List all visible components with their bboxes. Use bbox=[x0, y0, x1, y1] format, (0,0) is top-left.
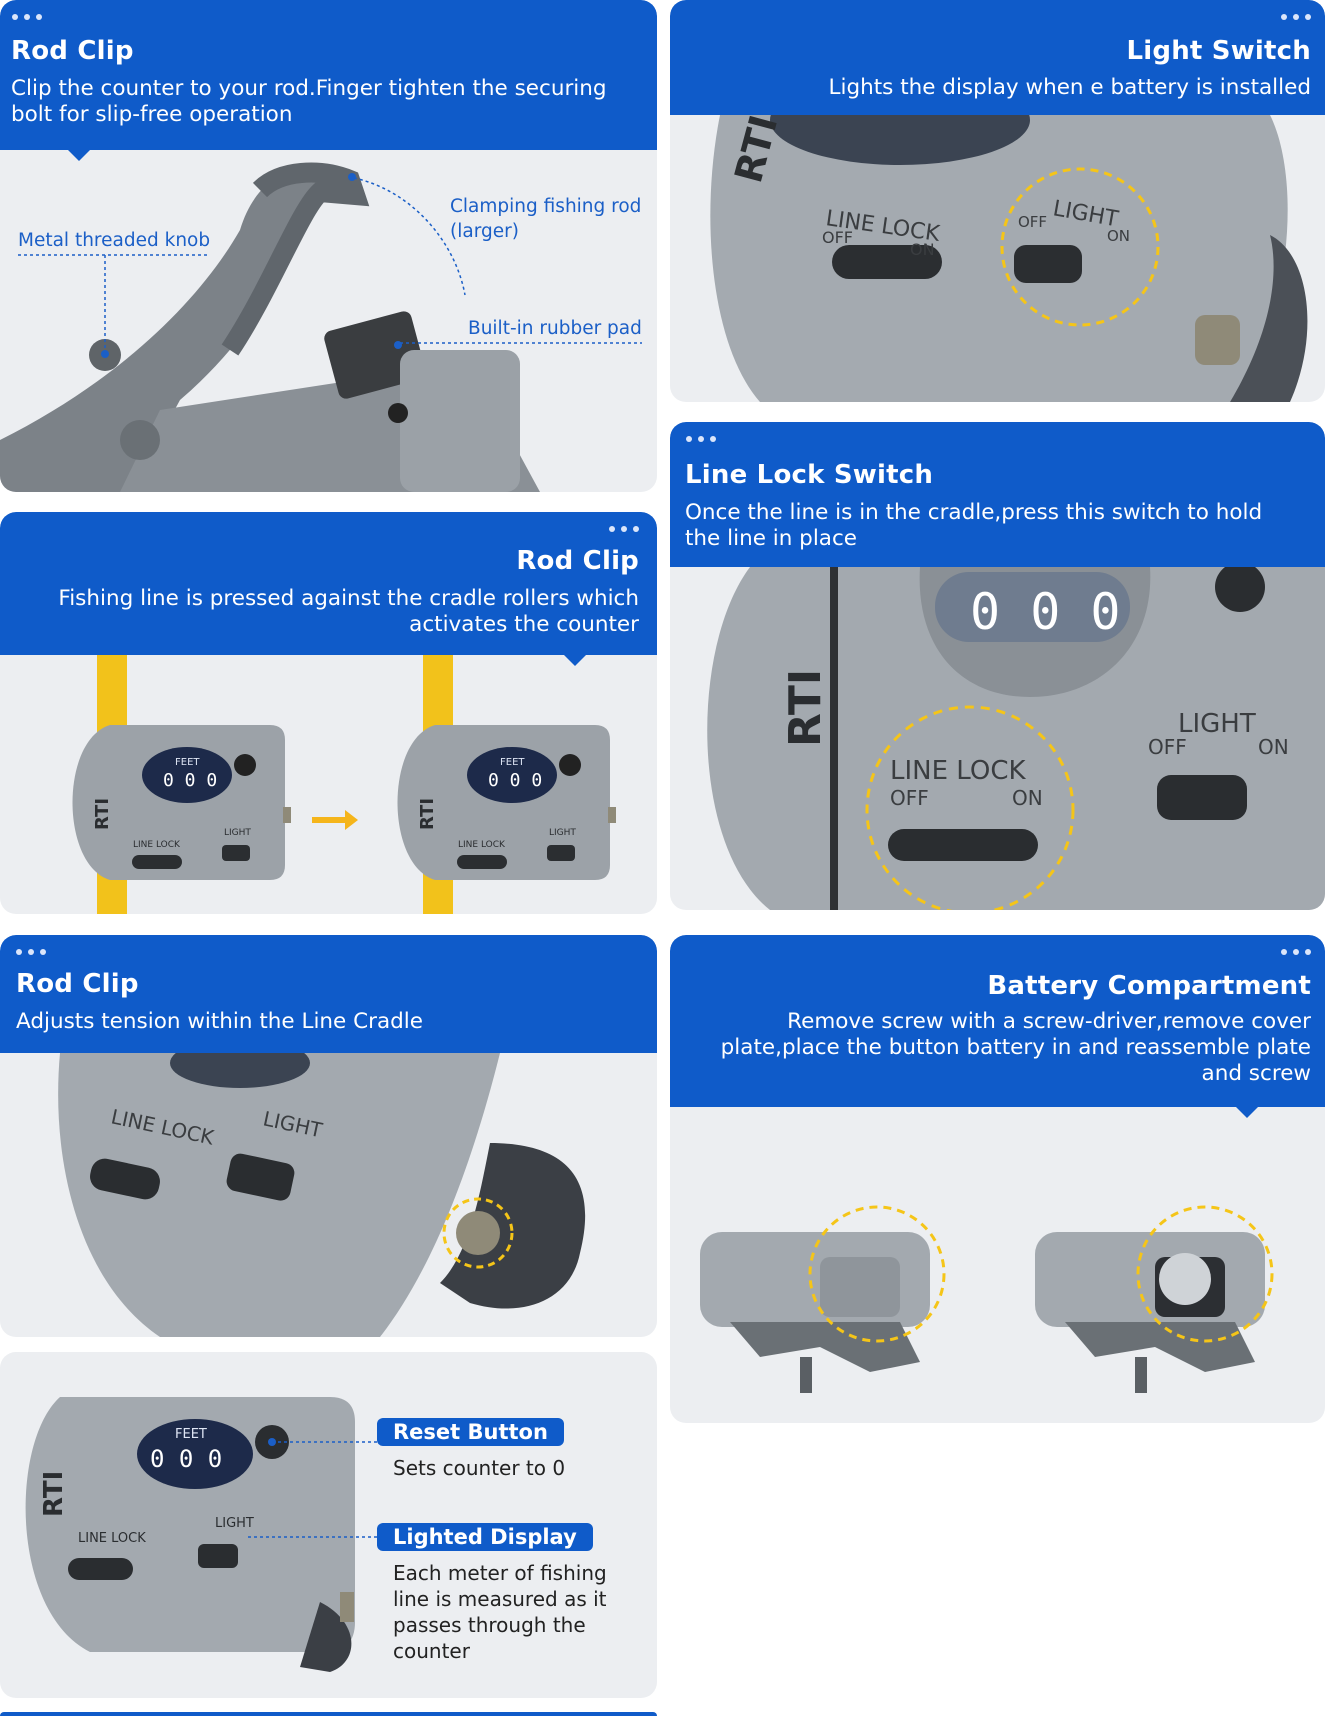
rod-clip-panel-3: Rod Clip Adjusts tension within the Line… bbox=[0, 935, 657, 1337]
panel-title: Line Lock Switch bbox=[685, 460, 934, 490]
brand-text: RTI bbox=[417, 798, 438, 830]
panel-title: Light Switch bbox=[1126, 36, 1311, 66]
line-lock-text: LINE LOCK bbox=[890, 756, 1026, 786]
rod-clip-photo: Metal threaded knob Clamping fishing rod… bbox=[0, 150, 657, 492]
rod-clip-panel-2: Rod Clip Fishing line is pressed against… bbox=[0, 512, 657, 914]
lighted-display-title: Lighted Display bbox=[377, 1523, 593, 1551]
off-text: OFF bbox=[822, 228, 853, 247]
next-panel-edge bbox=[0, 1712, 657, 1716]
reset-button-desc: Sets counter to 0 bbox=[393, 1456, 566, 1480]
feet-text: FEET bbox=[500, 757, 525, 768]
line-lock-photo: 0 0 0 RTI LINE LOCK OFF ON LIGHT OFF ON bbox=[670, 567, 1325, 910]
line-lock-switch-panel: Line Lock Switch Once the line is in the… bbox=[670, 422, 1325, 910]
brand-text: RTI bbox=[780, 669, 831, 747]
rod-clip-banner-2: Rod Clip Fishing line is pressed against… bbox=[0, 512, 657, 666]
line-lock-banner: Line Lock Switch Once the line is in the… bbox=[670, 422, 1325, 567]
feet-text: FEET bbox=[175, 1427, 207, 1442]
brand-text: RTI bbox=[39, 1471, 69, 1517]
rod-clip-counter-photo: FEET 0 0 0 RTI LINE LOCK LIGHT FEET 0 0 … bbox=[0, 655, 657, 914]
light-text: LIGHT bbox=[224, 828, 251, 838]
on-text: ON bbox=[1107, 227, 1130, 245]
clamping-fishing-rod-label: Clamping fishing rod (larger) bbox=[450, 196, 642, 242]
panel-title: Battery Compartment bbox=[987, 971, 1311, 1001]
rod-clip-banner-1: Rod Clip Clip the counter to your rod.Fi… bbox=[0, 0, 657, 161]
dots-icon bbox=[16, 949, 46, 955]
counter-digits: 0 0 0 bbox=[163, 770, 217, 791]
feet-text: FEET bbox=[175, 757, 200, 768]
battery-panel: Battery Compartment Remove screw with a … bbox=[670, 935, 1325, 1423]
dots-icon bbox=[686, 436, 716, 442]
light-text: LIGHT bbox=[1178, 709, 1256, 739]
off-text: OFF bbox=[1018, 213, 1047, 231]
metal-threaded-knob-label: Metal threaded knob bbox=[18, 230, 211, 251]
features-panel: FEET 0 0 0 RTI LINE LOCK LIGHT Reset But… bbox=[0, 1352, 657, 1698]
light-switch-banner: Light Switch Lights the display when e b… bbox=[670, 0, 1325, 126]
on-text: ON bbox=[1012, 786, 1043, 810]
panel-subtitle: Lights the display when e battery is ins… bbox=[828, 75, 1312, 100]
dots-icon bbox=[609, 526, 639, 532]
panel-subtitle: Fishing line is pressed against the crad… bbox=[58, 586, 639, 637]
rod-clip-banner-3: Rod Clip Adjusts tension within the Line… bbox=[0, 935, 657, 1053]
panel-subtitle: Remove screw with a screw-driver,remove … bbox=[720, 1009, 1311, 1086]
battery-photo bbox=[670, 1107, 1325, 1423]
reset-button-title: Reset Button bbox=[377, 1418, 564, 1446]
rod-clip-panel-1: Rod Clip Clip the counter to your rod.Fi… bbox=[0, 0, 657, 492]
panel-title: Rod Clip bbox=[11, 36, 134, 66]
built-in-rubber-pad-label: Built-in rubber pad bbox=[468, 318, 642, 339]
dots-icon bbox=[1281, 14, 1311, 20]
line-lock-text: LINE LOCK bbox=[78, 1531, 146, 1546]
counter-digits: 0 0 0 bbox=[488, 770, 542, 791]
panel-subtitle: Adjusts tension within the Line Cradle bbox=[16, 1009, 423, 1034]
features-photo: FEET 0 0 0 RTI LINE LOCK LIGHT Reset But… bbox=[0, 1352, 657, 1698]
tension-photo: LINE LOCK LIGHT bbox=[0, 1053, 657, 1337]
banner-pointer bbox=[564, 655, 586, 666]
banner-pointer bbox=[1236, 1107, 1258, 1118]
dots-icon bbox=[1281, 949, 1311, 955]
line-lock-text: LINE LOCK bbox=[458, 840, 506, 850]
on-text: ON bbox=[1258, 735, 1289, 759]
light-text: LIGHT bbox=[215, 1516, 254, 1531]
panel-title: Rod Clip bbox=[516, 546, 639, 576]
light-switch-panel: Light Switch Lights the display when e b… bbox=[670, 0, 1325, 402]
dots-icon bbox=[12, 14, 42, 20]
off-text: OFF bbox=[890, 786, 929, 810]
brand-text: RTI bbox=[92, 798, 113, 830]
panel-title: Rod Clip bbox=[16, 969, 139, 999]
banner-pointer bbox=[68, 150, 90, 161]
panel-subtitle: Once the line is in the cradle,press thi… bbox=[685, 500, 1263, 551]
light-text: LIGHT bbox=[549, 828, 576, 838]
light-switch-photo: RTI LINE LOCK OFF ON LIGHT OFF ON bbox=[670, 115, 1325, 402]
line-lock-text: LINE LOCK bbox=[133, 840, 181, 850]
panel-subtitle: Clip the counter to your rod.Finger tigh… bbox=[11, 76, 607, 127]
lighted-display-desc: Each meter of fishing line is measured a… bbox=[393, 1561, 607, 1663]
counter-digits: 0 0 0 bbox=[150, 1445, 222, 1473]
on-text: ON bbox=[910, 240, 935, 259]
off-text: OFF bbox=[1148, 735, 1187, 759]
battery-banner: Battery Compartment Remove screw with a … bbox=[670, 935, 1325, 1118]
counter-digits: 0 0 0 bbox=[970, 583, 1121, 641]
